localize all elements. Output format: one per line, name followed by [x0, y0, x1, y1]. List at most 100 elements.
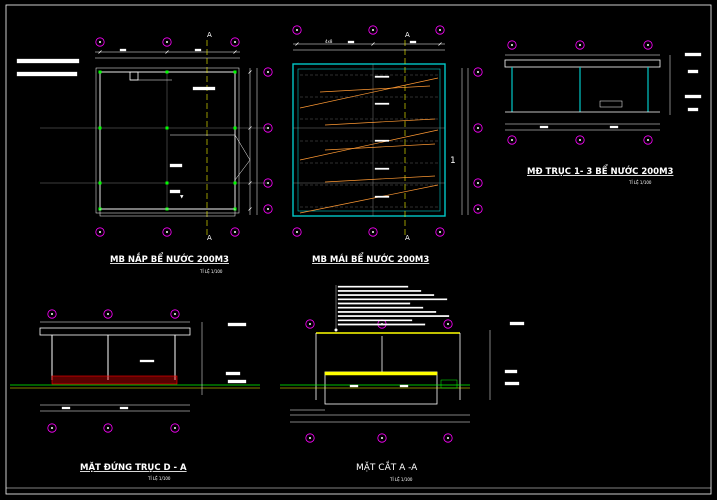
grid-bubble-center	[99, 41, 101, 43]
plan-cover-title: MB NẮP BỂ NƯỚC 200M3	[110, 252, 229, 265]
dim-text-block	[504, 369, 518, 374]
grid-bubble-center	[579, 139, 581, 141]
roof-slope-label	[374, 167, 390, 170]
roof-grid-bubble-right	[473, 123, 483, 133]
grid-bubble-center	[267, 71, 269, 73]
cover-grid-bubble-right	[263, 67, 273, 77]
grid-bubble-center	[166, 41, 168, 43]
section-note-line	[337, 311, 437, 313]
dim-tick	[248, 207, 252, 211]
roof-slope-label	[374, 75, 390, 78]
roof-height-tag: 1	[450, 156, 456, 166]
section-note-line	[337, 285, 409, 288]
section-note-line	[337, 306, 424, 309]
dim-text-block	[227, 322, 247, 327]
cover-grid-bubble-top	[95, 37, 105, 47]
section-note-line	[337, 298, 448, 301]
dim-tick	[438, 42, 442, 46]
dim-text-block	[687, 107, 699, 112]
roof-top-dimension: 4x8	[325, 39, 333, 44]
grid-bubble-center	[647, 44, 649, 46]
cover-grid-bubble-right	[263, 204, 273, 214]
elev-tank-base	[51, 375, 178, 385]
cover-column	[165, 70, 169, 74]
section-marker-roof-top: A	[405, 31, 410, 39]
grid-bubble-center	[372, 231, 374, 233]
dim-text-block	[61, 406, 71, 410]
roof-slope-arrow	[299, 129, 439, 161]
grid-bubble-center	[166, 231, 168, 233]
cover-beam	[99, 208, 236, 217]
drawing-geometry: ▼	[10, 25, 702, 443]
dim-text-block	[225, 371, 241, 376]
dim-text-block	[509, 321, 525, 326]
elev-grid-bubble-bottom	[170, 423, 180, 433]
section-note-dot	[334, 328, 338, 332]
section-note-line	[337, 290, 422, 292]
grid-bubble-center	[51, 313, 53, 315]
grid-bubble-center	[267, 208, 269, 210]
plan-roof-title: MB MÁI BỂ NƯỚC 200M3	[312, 252, 429, 265]
axis-grid-bubble-bottom	[643, 135, 653, 145]
dim-text-block	[409, 40, 417, 44]
axis-elevation-scale: TỈ LỆ 1/100	[628, 180, 652, 185]
roof-slope-line	[324, 175, 436, 183]
roof-slope-arrow	[299, 184, 439, 214]
cover-note-2	[16, 71, 78, 77]
cover-leader	[234, 134, 251, 161]
cover-column	[233, 181, 237, 185]
dim-tick	[295, 42, 299, 46]
grid-bubble-center	[107, 427, 109, 429]
grid-bubble-center	[107, 313, 109, 315]
dim-text-block	[539, 125, 549, 129]
roof-slope-line	[319, 85, 431, 93]
dim-tick	[98, 50, 102, 54]
section-grid-bubble-bottom	[443, 433, 453, 443]
elev-grid-bubble-bottom	[103, 423, 113, 433]
section-grid-bubble-bottom	[377, 433, 387, 443]
dim-text-block	[609, 125, 619, 129]
roof-outline-inner	[297, 68, 441, 212]
grid-bubble-center	[447, 323, 449, 325]
section-a-a-scale: TỈ LỆ 1/100	[389, 477, 413, 482]
dim-text-block	[119, 406, 129, 410]
roof-grid-bubble-right	[473, 178, 483, 188]
dim-text-block	[349, 384, 359, 388]
grid-bubble-center	[477, 127, 479, 129]
dim-text-block	[139, 359, 155, 363]
dim-text-block	[504, 381, 520, 386]
roof-grid-bubble-bottom	[435, 227, 445, 237]
grid-bubble-center	[99, 231, 101, 233]
elev-grid-bubble-top	[47, 309, 57, 319]
dim-text-block	[227, 379, 247, 384]
section-note-line	[337, 294, 435, 296]
roof-slope-label	[374, 102, 390, 105]
cover-level-mark: ▼	[180, 195, 184, 200]
grid-bubble-center	[579, 44, 581, 46]
section-note-line	[337, 315, 450, 317]
dim-text-block	[347, 40, 355, 44]
section-grid-bubble-bottom	[305, 433, 315, 443]
roof-slope-label	[374, 139, 390, 142]
roof-slope-line	[324, 143, 436, 151]
section-note-line	[337, 323, 426, 326]
section-marker-cover-bottom: A	[207, 234, 212, 242]
axis-grid-bubble-bottom	[507, 135, 517, 145]
cover-grid-bubble-bottom	[230, 227, 240, 237]
section-marker-cover-top: A	[207, 31, 212, 39]
cover-column	[233, 70, 237, 74]
cover-column	[98, 126, 102, 130]
axis-roof-slab	[504, 59, 661, 68]
cover-grid-bubble-bottom	[95, 227, 105, 237]
dim-text-block	[169, 163, 183, 168]
axis-grid-bubble-top	[575, 40, 585, 50]
dim-tick	[165, 50, 169, 54]
roof-grid-bubble-bottom	[368, 227, 378, 237]
cover-column	[98, 181, 102, 185]
cover-column	[165, 126, 169, 130]
axis-stair	[599, 100, 623, 108]
section-note-line	[337, 302, 411, 305]
roof-grid-bubble-right	[473, 67, 483, 77]
grid-bubble-center	[511, 44, 513, 46]
